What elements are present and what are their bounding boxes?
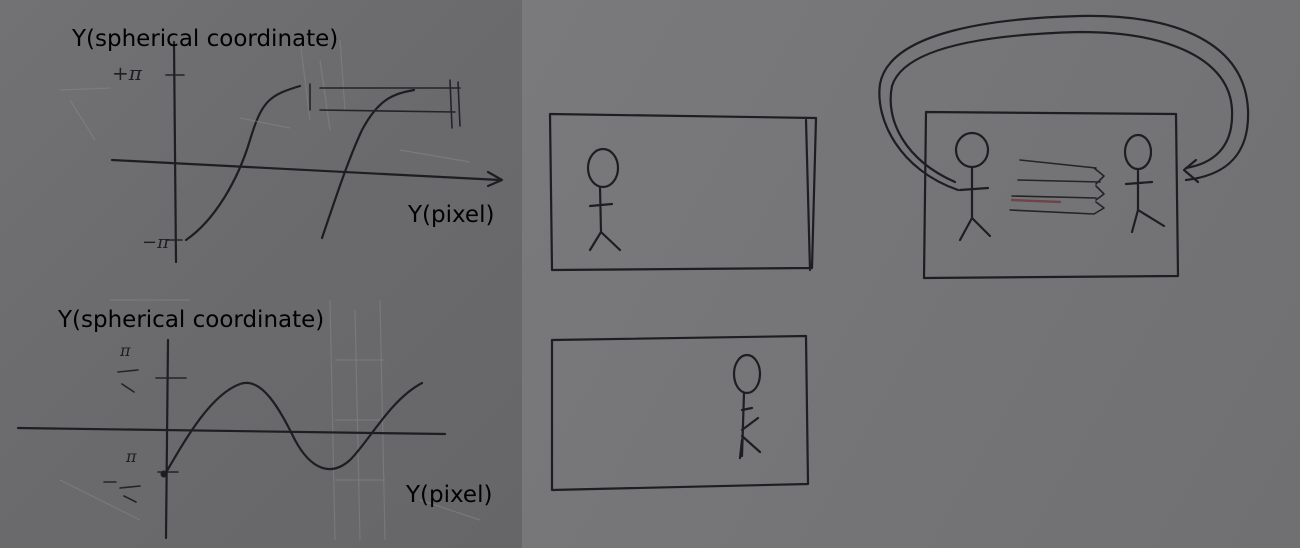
frame-2-border: [550, 334, 810, 492]
bottom-graph-minus-pi-half-mark: π: [125, 447, 137, 466]
wrap-arrow-inner: [889, 30, 1234, 184]
stick-figure-body: [1124, 168, 1166, 234]
bottom-graph-pi-half-fraction: [117, 369, 139, 393]
frame-wraparound: [878, 14, 1250, 280]
bottom-graph-sine-curve: [162, 381, 424, 478]
stick-figure-head: [732, 353, 762, 395]
frame-person-left: [548, 112, 818, 272]
top-graph-period-marker: [309, 79, 461, 129]
stick-figure-body: [738, 391, 762, 460]
bottom-graph-origin-dot: [160, 470, 168, 478]
top-graph: +π −π: [110, 40, 504, 264]
stick-figure-head: [586, 147, 620, 189]
top-graph-plus-pi-mark: +π: [112, 61, 143, 85]
top-graph-minus-pi-mark: −π: [142, 232, 170, 253]
bottom-graph-y-axis-line: [164, 338, 170, 540]
bottom-graph-minus-pi-half-fraction: [103, 481, 141, 503]
top-graph-y-axis-label: Y(spherical coordinate): [72, 26, 339, 52]
stick-figure-body: [588, 185, 622, 252]
top-graph-curve-segment-2: [320, 88, 416, 240]
bottom-graph-y-axis-label: Y(spherical coordinate): [58, 307, 325, 333]
frame-1-border: [548, 112, 818, 272]
paper-sheet-right: [522, 0, 1300, 548]
bottom-graph-x-axis-line: [16, 426, 447, 436]
top-graph-x-axis-line: [110, 158, 504, 188]
stick-figure-head: [954, 131, 990, 169]
motion-lines: [1009, 159, 1105, 215]
stick-figure-head: [1123, 133, 1153, 171]
stick-figure-body: [958, 166, 992, 242]
motion-lines-accent: [1010, 198, 1062, 204]
background-scribbles: [59, 39, 481, 541]
top-graph-y-axis-line: [172, 40, 178, 264]
top-graph-curve-segment-1: [184, 84, 302, 242]
wrap-arrow-head: [1182, 158, 1200, 184]
bottom-graph: π π: [16, 338, 447, 540]
frame-person-right: [550, 334, 810, 492]
bottom-graph-pi-half-mark: π: [119, 341, 131, 360]
top-graph-x-axis-label: Y(pixel): [408, 202, 495, 228]
bottom-graph-x-axis-label: Y(pixel): [406, 482, 493, 508]
paper-sheet-left: [0, 0, 522, 548]
wrap-arrow-outer: [878, 14, 1250, 192]
frame-3-border: [922, 110, 1180, 280]
